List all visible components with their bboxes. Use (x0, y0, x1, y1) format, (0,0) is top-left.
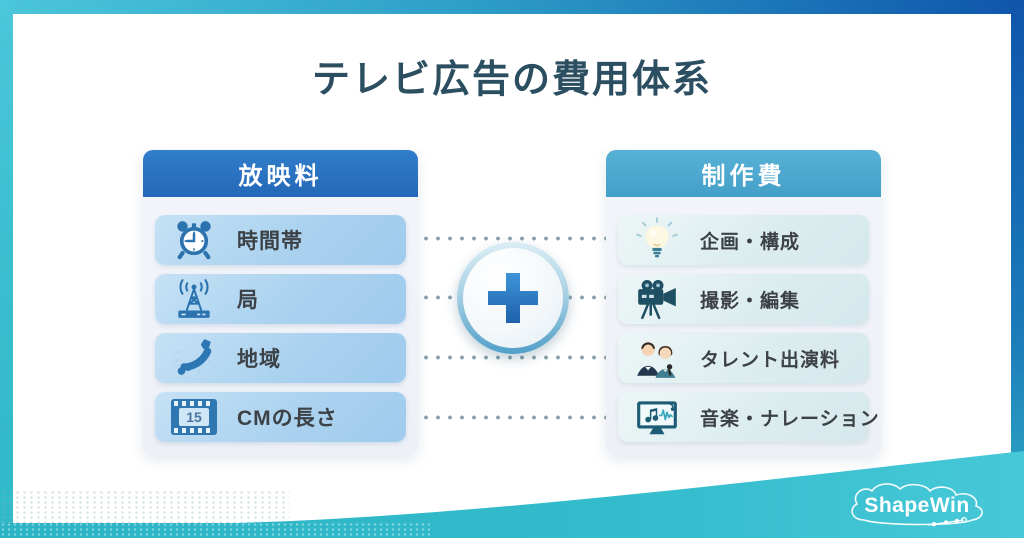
japan-map-icon (169, 336, 219, 380)
list-item-label: 局 (237, 289, 259, 312)
plus-icon (488, 273, 538, 323)
connector-dots (420, 415, 606, 420)
alarm-clock-icon (169, 218, 219, 262)
list-item-label: 地域 (237, 348, 281, 371)
connector-dots (420, 236, 606, 241)
frame-top-bar (0, 0, 1024, 14)
music-note-icon (632, 395, 682, 439)
video-camera-icon (632, 277, 682, 321)
plus-circle (457, 242, 569, 354)
frame-left-bar (0, 0, 13, 538)
connector-dots (420, 355, 606, 360)
broadcast-fee-items: 時間帯 (143, 197, 418, 461)
bottom-swoosh (0, 451, 1024, 538)
talent-icon (632, 336, 682, 380)
halftone-dots-pattern (0, 490, 290, 524)
cloud-icon (851, 483, 983, 527)
list-item-music: 音楽・ナレーション (618, 392, 879, 442)
list-item-station: 局 (155, 274, 406, 324)
list-item-label: 時間帯 (237, 230, 303, 253)
list-item-region: 地域 (155, 333, 406, 383)
broadcast-fee-panel: 放映料 (143, 150, 418, 455)
film-strip-icon: 15 (169, 395, 219, 439)
list-item-label: CMの長さ (237, 407, 338, 430)
list-item-label: タレント出演料 (700, 349, 841, 371)
list-item-label: 企画・構成 (700, 231, 801, 253)
lightbulb-icon (632, 217, 682, 262)
list-item-talent: タレント出演料 (618, 333, 869, 383)
halftone-dots-pattern (0, 522, 430, 538)
broadcast-tower-icon (169, 277, 219, 321)
list-item-filming: 撮影・編集 (618, 274, 869, 324)
list-item-label: 撮影・編集 (700, 290, 801, 312)
production-cost-header: 制作費 (606, 150, 881, 197)
shapewin-logo: ShapeWin (842, 480, 992, 532)
frame-right-bar (1011, 0, 1024, 470)
page-title: テレビ広告の費用体系 (311, 59, 712, 101)
broadcast-fee-header: 放映料 (143, 150, 418, 197)
list-item-cm-length: 15 CMの長さ (155, 392, 406, 442)
list-item-timeslot: 時間帯 (155, 215, 406, 265)
brand-name: ShapeWin (864, 494, 970, 517)
plus-circle-face (463, 248, 563, 348)
production-cost-items: 企画・構成 撮影・ (606, 197, 881, 461)
list-item-planning: 企画・構成 (618, 215, 869, 265)
production-cost-panel: 制作費 (606, 150, 881, 455)
film-number: 15 (179, 408, 209, 426)
list-item-label: 音楽・ナレーション (700, 408, 880, 430)
